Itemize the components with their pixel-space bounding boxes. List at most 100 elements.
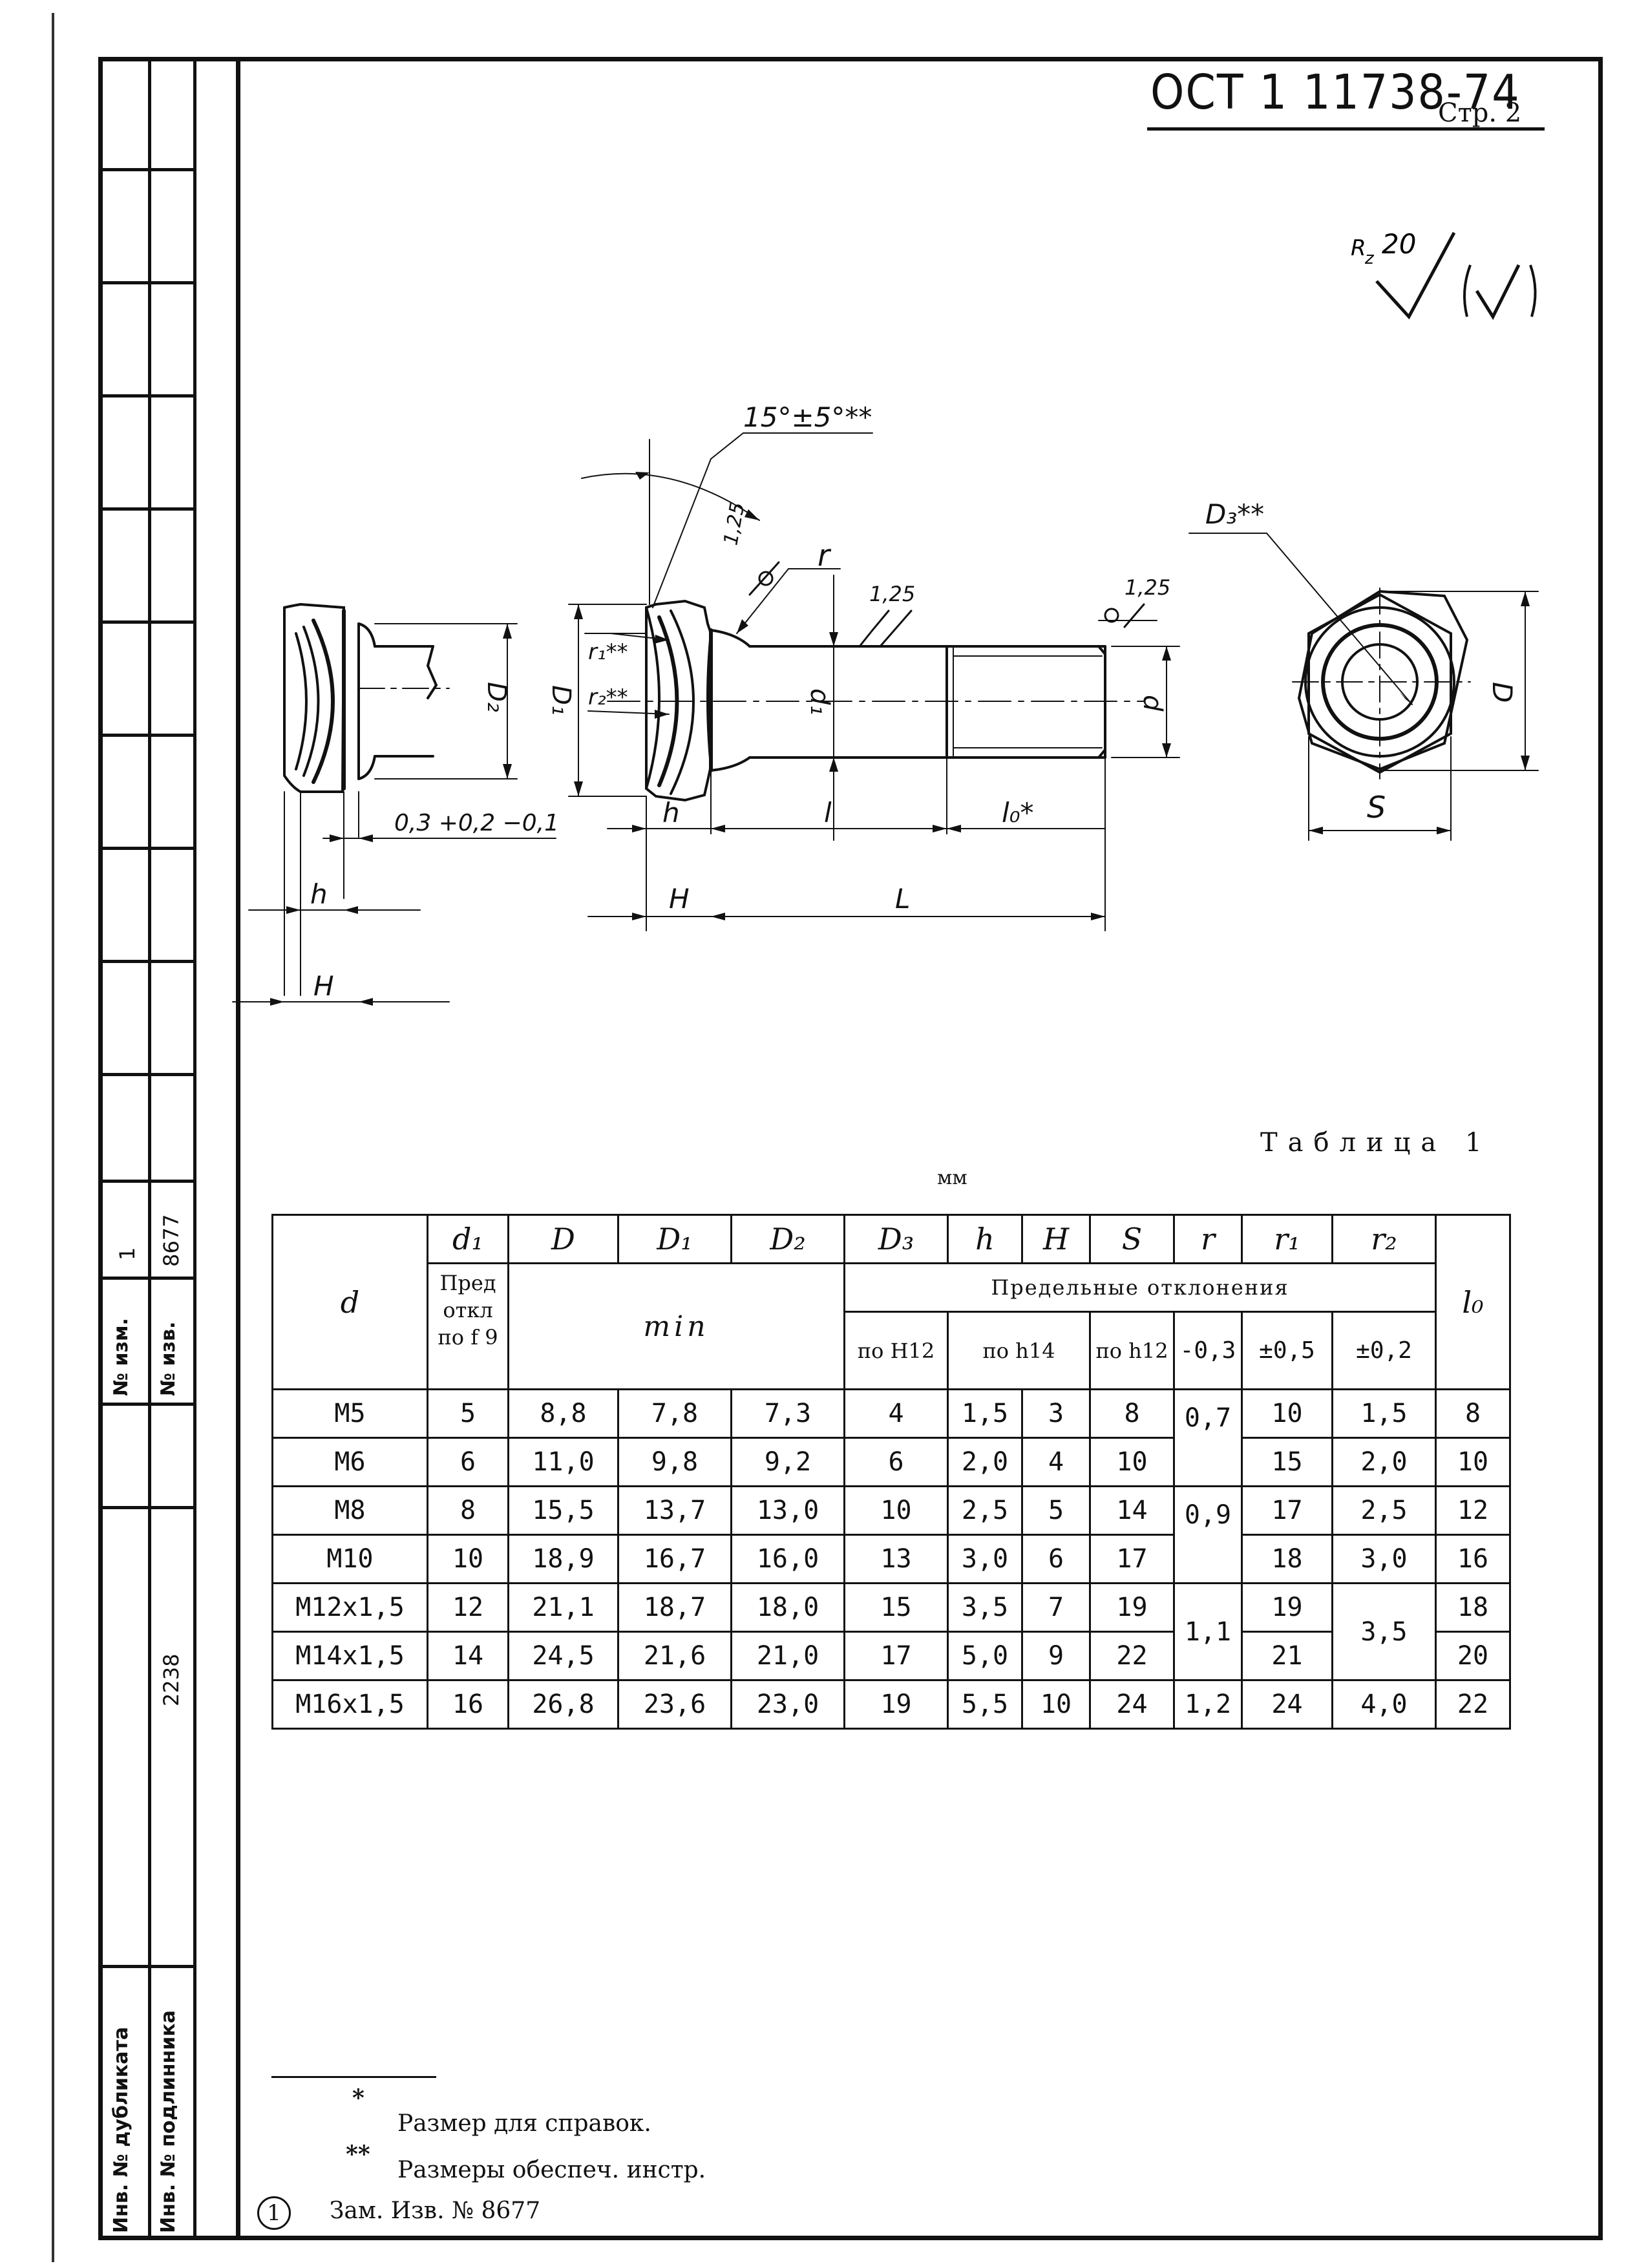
footnote-1: Размер для справок. [397,2110,651,2137]
cell-r1: 24 [1241,1679,1333,1730]
cell-r: 0,7 [1173,1388,1243,1487]
cell-S: 19 [1089,1582,1175,1633]
roughness-icon: R z 20 [1351,228,1537,321]
table-row: M6 6 11,0 9,8 9,2 6 2,0 4 10 15 2,0 10 [271,1437,1511,1487]
footnote-star-2: ** [346,2141,370,2168]
label-r: r [818,538,832,573]
col-l0: l₀ [1435,1214,1511,1390]
col-D3: D₃ [843,1214,949,1264]
cell-r1: 19 [1241,1582,1333,1633]
d1-note: Пред откл по f 9 [427,1262,509,1390]
cell-D3: 15 [843,1582,949,1633]
cell-r2: 2,5 [1331,1485,1437,1536]
stamp-tick [98,1965,196,1968]
dev-r1: ±0,5 [1241,1311,1333,1390]
cell-D1: 13,7 [617,1485,732,1536]
cell-H: 3 [1021,1388,1091,1439]
svg-text:20: 20 [1382,228,1416,260]
stamp-column-1 [98,57,151,2240]
stamp-inv-orig-value: 2238 [159,1653,184,1706]
cell-H: 9 [1021,1631,1091,1681]
cell-h: 1,5 [947,1388,1023,1439]
svg-text:z: z [1364,249,1375,268]
dimensions-table: d d₁ D D₁ D₂ D₃ h H S r r₁ r₂ l₀ Пред от… [271,1214,1511,1730]
label-rough-3: 1,25 [719,501,749,547]
dev-S: по h12 [1089,1311,1175,1390]
col-H: H [1021,1214,1091,1264]
cell-r: 1,1 [1173,1582,1243,1681]
cell-l0: 12 [1435,1485,1511,1536]
label-D2: D₂ [481,682,511,712]
stamp-inv-dup-label: Инв. № дубликата [110,2026,132,2233]
cell-h: 2,5 [947,1485,1023,1536]
cell-D2: 16,0 [730,1534,845,1584]
cell-r2: 1,5 [1331,1388,1437,1439]
stamp-tick [98,620,196,624]
stamp-tick [98,1277,196,1280]
page-label: Стр. 2 [1438,98,1522,128]
cell-l0: 20 [1435,1631,1511,1681]
cell-S: 17 [1089,1534,1175,1584]
col-D: D [507,1214,619,1264]
label-D: D [1486,682,1518,703]
drawing-frame [98,57,1603,2240]
doc-code: ОСТ 1 11738-74 [1150,65,1521,120]
cell-d1: 8 [427,1485,509,1536]
min-label: min [507,1262,845,1390]
label-rough-1: 1,25 [869,582,915,606]
col-D2: D₂ [730,1214,845,1264]
cell-D2: 13,0 [730,1485,845,1536]
cell-D1: 23,6 [617,1679,732,1730]
cell-d1: 12 [427,1582,509,1633]
cell-d: M8 [271,1485,428,1536]
cell-l0: 10 [1435,1437,1511,1487]
cell-h: 2,0 [947,1437,1023,1487]
cell-S: 10 [1089,1437,1175,1487]
cell-r2: 3,5 [1331,1582,1437,1681]
cell-S: 14 [1089,1485,1175,1536]
stamp-change-no-label: № изм. [110,1318,132,1396]
label-h-left: h [310,878,328,910]
cell-d: M6 [271,1437,428,1487]
cell-D3: 13 [843,1534,949,1584]
cell-r2: 2,0 [1331,1437,1437,1487]
cell-D: 24,5 [507,1631,619,1681]
label-d1: d₁ [805,688,834,715]
col-d1: d₁ [427,1214,509,1264]
col-D1: D₁ [617,1214,732,1264]
stamp-inv-orig-label: Инв. № подлинника [157,2010,180,2233]
stamp-tick [98,1180,196,1183]
cell-D: 21,1 [507,1582,619,1633]
label-h: h [662,797,680,829]
col-r: r [1173,1214,1243,1264]
cell-D1: 9,8 [617,1437,732,1487]
cell-D: 26,8 [507,1679,619,1730]
cell-d1: 6 [427,1437,509,1487]
label-L: L [895,883,910,915]
col-r2: r₂ [1331,1214,1437,1264]
cell-r1: 21 [1241,1631,1333,1681]
cell-D2: 23,0 [730,1679,845,1730]
cell-l0: 16 [1435,1534,1511,1584]
stamp-tick [98,734,196,737]
cell-D2: 18,0 [730,1582,845,1633]
stamp-tick [98,960,196,963]
label-r1: r₁** [588,639,628,665]
cell-H: 5 [1021,1485,1091,1536]
cell-l0: 8 [1435,1388,1511,1439]
stamp-tick [98,1506,196,1509]
table-row: M12x1,5 12 21,1 18,7 18,0 15 3,5 7 19 1,… [271,1582,1511,1681]
cell-d: M16x1,5 [271,1679,428,1730]
cell-h: 5,0 [947,1631,1023,1681]
deviations-label: Предельные отклонения [843,1262,1437,1313]
stamp-change-no-value: 1 [115,1247,140,1260]
cell-l0: 22 [1435,1679,1511,1730]
cell-r2: 3,0 [1331,1534,1437,1584]
bolt-drawing: 15°±5°** r 1,25 1,25 1,25 D₁ D₂ r₁** r₂*… [232,401,1539,1006]
cell-D: 15,5 [507,1485,619,1536]
label-l0: l₀* [1002,797,1034,829]
dev-r: -0,3 [1173,1311,1243,1390]
stamp-tick [98,168,196,171]
footnote-rule [271,2076,436,2078]
label-l: l [824,797,832,829]
